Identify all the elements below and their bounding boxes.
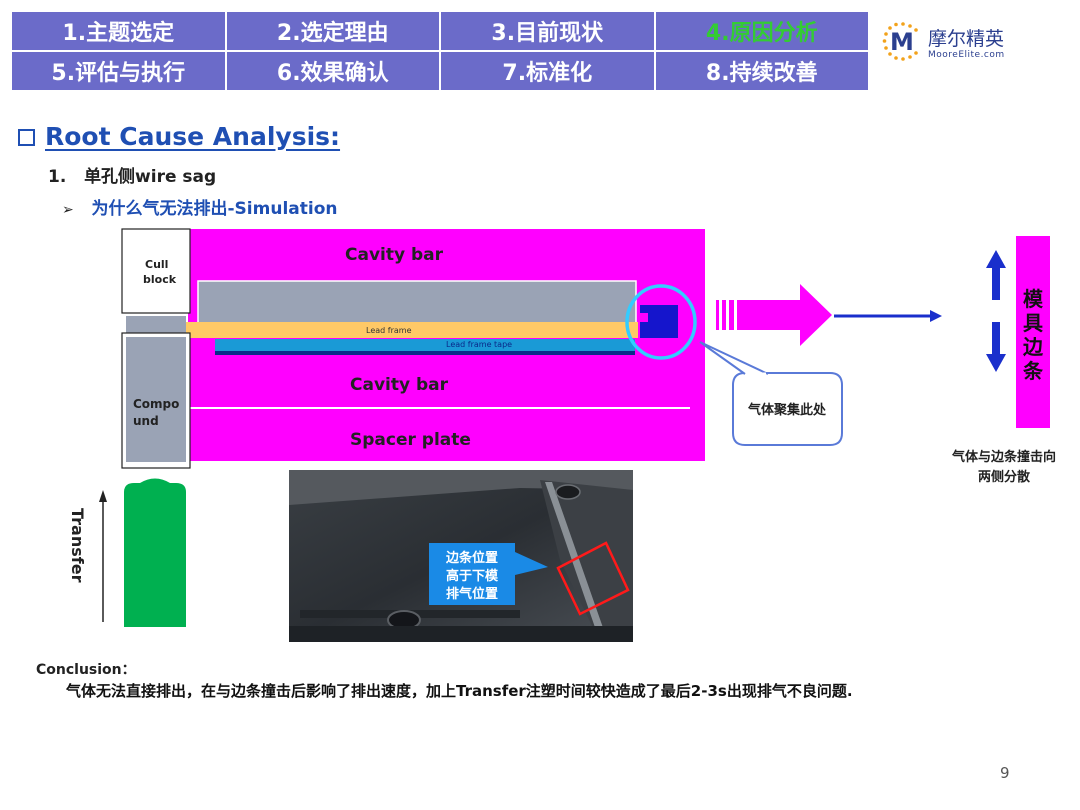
lead-frame	[186, 322, 638, 338]
lead-frame-tape-label: Lead frame tape	[446, 340, 512, 349]
arrow-down-icon	[986, 322, 1006, 372]
arrow-up-icon	[986, 250, 1006, 300]
cull-block-label-2: block	[143, 273, 177, 286]
page-number: 9	[1000, 764, 1010, 782]
section-title: 单孔侧wire sag	[84, 167, 217, 187]
checkbox-bullet-icon	[18, 129, 35, 146]
vent-block	[640, 305, 678, 338]
cavity-bar-top-label: Cavity bar	[345, 245, 444, 265]
section-heading: 1. 单孔侧wire sag	[48, 162, 216, 187]
callout-text: 气体聚集此处	[748, 402, 827, 418]
scatter-note-line-2: 两侧分散	[978, 469, 1031, 485]
photo-label-box	[429, 543, 515, 605]
compound	[126, 337, 186, 462]
nav-item-1[interactable]: 1.主题选定	[12, 12, 225, 50]
top-cavity-block	[197, 280, 637, 326]
svg-text:模: 模	[1023, 287, 1044, 311]
logo-icon: M	[882, 22, 918, 61]
lead-frame-tape	[215, 339, 635, 352]
logo-mark: M	[890, 28, 914, 56]
svg-text:条: 条	[1023, 359, 1044, 383]
section-number: 1.	[48, 167, 67, 187]
photo-highlight-box	[556, 541, 630, 616]
lead-frame-label: Lead frame	[366, 326, 412, 335]
subsection-title: 为什么气无法排出-Simulation	[91, 199, 338, 219]
flow-arrow-icon	[716, 284, 832, 346]
subsection-heading: ➢ 为什么气无法排出-Simulation	[62, 194, 337, 219]
cull-block	[121, 228, 191, 314]
svg-text:边: 边	[1022, 335, 1044, 359]
mold-edge-bar	[1016, 236, 1050, 428]
compound-label-1: Compo	[133, 397, 179, 411]
scatter-note-line-1: 气体与边条撞击向	[952, 449, 1056, 465]
logo-name-en: MooreElite.com	[928, 50, 1005, 60]
nav-item-7[interactable]: 7.标准化	[441, 52, 654, 90]
page-title-text: Root Cause Analysis:	[45, 122, 341, 151]
nav-item-5[interactable]: 5.评估与执行	[12, 52, 225, 90]
photo-label-line-3: 排气位置	[446, 586, 498, 602]
photo-label-line-1: 边条位置	[445, 550, 498, 566]
transfer-label: Transfer	[68, 508, 87, 583]
logo-name-cn: 摩尔精英	[928, 28, 1005, 50]
transfer-plunger	[124, 478, 186, 627]
nav-item-8[interactable]: 8.持续改善	[655, 52, 868, 90]
logo: M 摩尔精英 MooreElite.com	[882, 18, 1052, 68]
nav-item-4[interactable]: 4.原因分析	[655, 12, 868, 50]
callout-bubble	[732, 372, 843, 446]
mold-photo	[289, 470, 633, 642]
spacer-plate-label: Spacer plate	[350, 430, 471, 450]
cull-block-label-1: Cull	[145, 258, 168, 271]
arrow-bullet-icon: ➢	[62, 202, 74, 218]
highlight-circle	[625, 284, 697, 360]
compound-label-2: und	[133, 414, 159, 428]
conclusion-text: 气体无法直接排出，在与边条撞击后影响了排出速度，加上Transfer注塑时间较快…	[66, 682, 853, 700]
page-title: Root Cause Analysis:	[18, 122, 340, 151]
cavity-bar-bottom-label: Cavity bar	[350, 375, 449, 395]
chapter-nav: 1.主题选定 2.选定理由 3.目前现状 4.原因分析 5.评估与执行 6.效果…	[12, 12, 868, 90]
nav-item-3[interactable]: 3.目前现状	[441, 12, 654, 50]
svg-text:具: 具	[1023, 311, 1043, 335]
photo-label-line-2: 高于下模	[446, 568, 499, 584]
nav-item-6[interactable]: 6.效果确认	[226, 52, 439, 90]
conclusion-label: Conclusion：	[36, 662, 136, 678]
nav-item-2[interactable]: 2.选定理由	[226, 12, 439, 50]
